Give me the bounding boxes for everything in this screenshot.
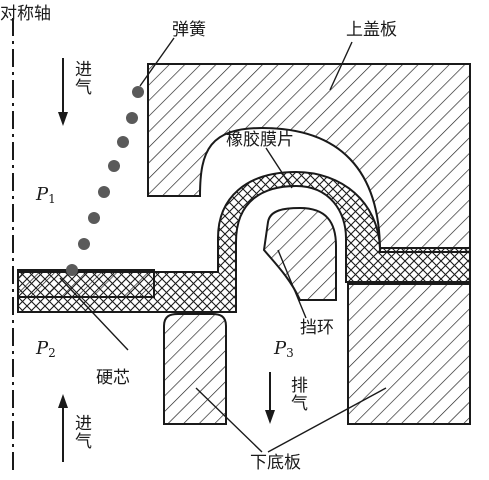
pressure-p2-label: P2: [36, 338, 56, 360]
flow-arrows: [58, 58, 275, 462]
leader-lines: [59, 37, 387, 453]
inlet-bottom-label: 进气: [71, 414, 91, 450]
pressure-p3-label: P3: [274, 338, 294, 360]
spring-coil: [66, 86, 144, 276]
bottom-plate-right: [347, 283, 471, 425]
spring-label: 弹簧: [172, 20, 206, 40]
stop-ring: [262, 206, 337, 301]
inlet-top-label: 进气: [71, 60, 91, 96]
rubber-membrane-label: 橡胶膜片: [226, 130, 294, 150]
hard-core: [17, 269, 155, 298]
hard-core-label: 硬芯: [96, 368, 130, 388]
exhaust-label: 排气: [287, 376, 307, 412]
bottom-plate-label: 下底板: [250, 453, 301, 473]
top-cover-plate: [147, 63, 471, 253]
bottom-plate-left: [163, 313, 227, 425]
stop-ring-label: 挡环: [300, 318, 334, 338]
top-cover-label: 上盖板: [346, 20, 397, 40]
symmetry-axis-label: 对称轴: [0, 4, 51, 24]
pressure-p1-label: P1: [36, 184, 56, 206]
